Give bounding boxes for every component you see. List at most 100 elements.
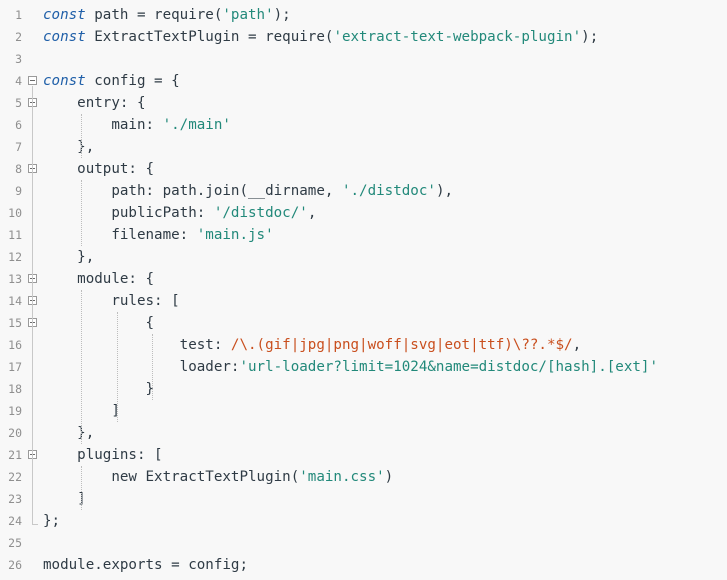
line-number: 23 — [8, 492, 22, 506]
indent-guide — [80, 180, 82, 246]
code-line[interactable]: 25 — [0, 532, 727, 554]
line-number: 14 — [8, 294, 22, 308]
line-number: 7 — [15, 140, 22, 154]
code-token: ] — [43, 403, 120, 419]
line-number: 6 — [15, 118, 22, 132]
code-text: const ExtractTextPlugin = require('extra… — [43, 26, 598, 48]
code-line[interactable]: 5 entry: { — [0, 92, 727, 114]
code-text: }, — [43, 136, 94, 158]
code-text: }, — [43, 246, 94, 268]
code-line[interactable]: 9 path: path.join(__dirname, './distdoc'… — [0, 180, 727, 202]
line-number: 8 — [15, 162, 22, 176]
line-number: 9 — [15, 184, 22, 198]
code-token: path = require( — [85, 7, 223, 23]
code-token: main: — [43, 117, 163, 133]
code-line[interactable]: 14 rules: [ — [0, 290, 727, 312]
line-number: 17 — [8, 360, 22, 374]
code-text: const config = { — [43, 70, 180, 92]
code-line[interactable]: 11 filename: 'main.js' — [0, 224, 727, 246]
code-line[interactable]: 13 module: { — [0, 268, 727, 290]
code-token: path: path.join(__dirname, — [43, 183, 342, 199]
code-token: /\.(gif|jpg|png|woff|svg|eot|ttf)\??.*$/ — [230, 337, 573, 353]
code-token: './distdoc' — [341, 183, 436, 199]
code-text: const path = require('path'); — [43, 4, 291, 26]
line-number: 22 — [8, 470, 22, 484]
code-text: output: { — [43, 158, 154, 180]
code-token: const — [43, 73, 86, 89]
code-token: ); — [273, 7, 291, 23]
indent-guide — [80, 466, 82, 510]
code-line[interactable]: 3 — [0, 48, 727, 70]
code-line[interactable]: 12 }, — [0, 246, 727, 268]
code-line[interactable]: 19 ] — [0, 400, 727, 422]
code-line[interactable]: 1 const path = require('path'); — [0, 4, 727, 26]
code-text: plugins: [ — [43, 444, 162, 466]
code-line[interactable]: 21 plugins: [ — [0, 444, 727, 466]
code-text: }; — [43, 510, 60, 532]
code-text: publicPath: '/distdoc/', — [43, 202, 316, 224]
code-token: module: { — [43, 271, 155, 287]
line-number: 26 — [8, 558, 22, 572]
code-token: config = { — [85, 73, 180, 89]
code-token: }, — [43, 139, 95, 155]
code-token: ExtractTextPlugin = require( — [85, 29, 334, 45]
code-text: ] — [43, 400, 120, 422]
fold-collapse-icon[interactable] — [28, 76, 37, 85]
code-token: ) — [384, 469, 394, 485]
code-line[interactable]: 26 module.exports = config; — [0, 554, 727, 576]
code-line[interactable]: 7 }, — [0, 136, 727, 158]
line-number: 25 — [8, 536, 22, 550]
code-line[interactable]: 8 output: { — [0, 158, 727, 180]
code-text: filename: 'main.js' — [43, 224, 273, 246]
code-text: module.exports = config; — [43, 554, 248, 576]
code-line[interactable]: 6 main: './main' — [0, 114, 727, 136]
code-token: , — [572, 337, 582, 353]
code-token: }, — [43, 425, 95, 441]
code-token: , — [307, 205, 317, 221]
code-token: filename: — [43, 227, 197, 243]
code-token: entry: { — [43, 95, 146, 111]
code-text: test: /\.(gif|jpg|png|woff|svg|eot|ttf)\… — [43, 334, 581, 356]
line-number: 5 — [15, 96, 22, 110]
code-text: path: path.join(__dirname, './distdoc'), — [43, 180, 453, 202]
code-text: } — [43, 378, 154, 400]
indent-guide — [80, 290, 82, 444]
line-number: 19 — [8, 404, 22, 418]
code-line[interactable]: 10 publicPath: '/distdoc/', — [0, 202, 727, 224]
code-line[interactable]: 23 ] — [0, 488, 727, 510]
code-token: } — [43, 381, 155, 397]
code-line[interactable]: 15 { — [0, 312, 727, 334]
code-text: entry: { — [43, 92, 146, 114]
code-text: module: { — [43, 268, 154, 290]
code-text: loader:'url-loader?limit=1024&name=distd… — [43, 356, 658, 378]
code-token: 'path' — [222, 7, 274, 23]
code-token: loader: — [43, 359, 240, 375]
code-token: 'url-loader?limit=1024&name=distdoc/[has… — [239, 359, 659, 375]
line-number: 13 — [8, 272, 22, 286]
line-number: 11 — [8, 228, 22, 242]
code-line[interactable]: 24}; — [0, 510, 727, 532]
line-number: 1 — [15, 8, 22, 22]
code-line[interactable]: 18 } — [0, 378, 727, 400]
line-number: 3 — [15, 52, 22, 66]
line-number: 20 — [8, 426, 22, 440]
line-number: 4 — [15, 74, 22, 88]
line-number: 2 — [15, 30, 22, 44]
code-line[interactable]: 16 test: /\.(gif|jpg|png|woff|svg|eot|tt… — [0, 334, 727, 356]
code-line[interactable]: 17 loader:'url-loader?limit=1024&name=di… — [0, 356, 727, 378]
code-text: { — [43, 312, 154, 334]
code-line[interactable]: 2 const ExtractTextPlugin = require('extr… — [0, 26, 727, 48]
code-text: rules: [ — [43, 290, 179, 312]
code-token: }, — [43, 249, 95, 265]
indent-guide — [80, 114, 82, 158]
line-number: 15 — [8, 316, 22, 330]
code-token: new ExtractTextPlugin( — [43, 469, 300, 485]
code-token: './main' — [162, 117, 231, 133]
code-line[interactable]: 22 new ExtractTextPlugin('main.css') — [0, 466, 727, 488]
code-line[interactable]: 4 const config = { — [0, 70, 727, 92]
code-line[interactable]: 20 }, — [0, 422, 727, 444]
code-token: 'extract-text-webpack-plugin' — [333, 29, 582, 45]
indent-guide — [152, 334, 154, 400]
code-token: module.exports = config; — [43, 557, 248, 573]
